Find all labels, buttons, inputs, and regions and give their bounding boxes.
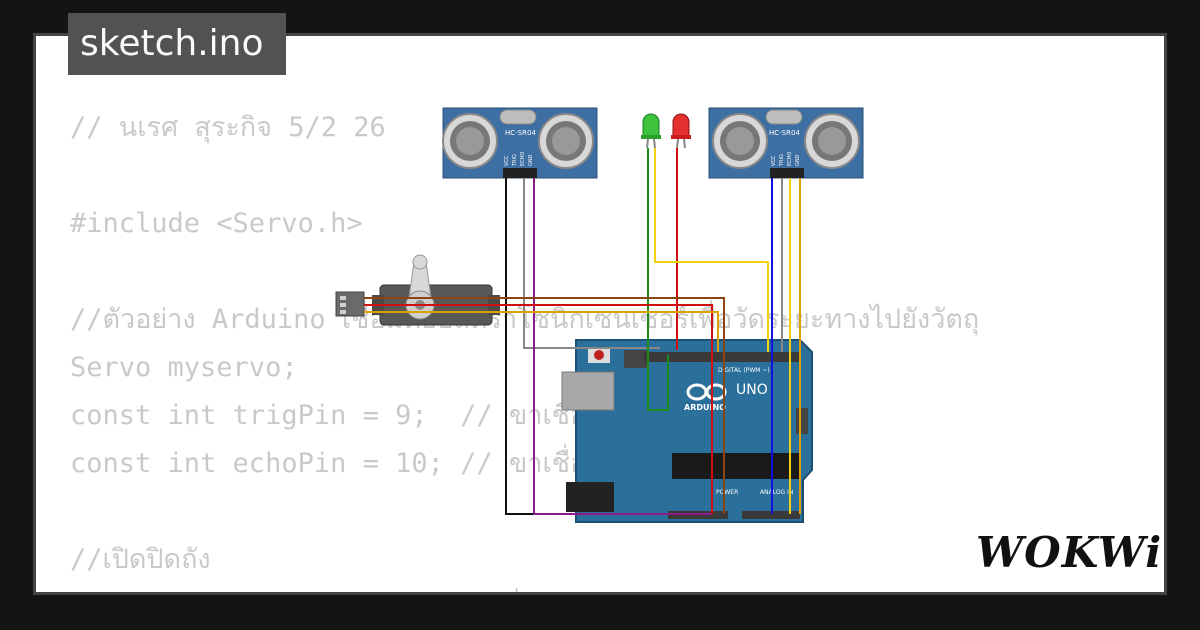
sensor-right-pin-label: ECHO bbox=[787, 152, 793, 166]
wokwi-logo: WOKWi bbox=[976, 528, 1163, 577]
analog-header bbox=[742, 511, 800, 519]
code-line: #include <Servo.h> bbox=[70, 208, 363, 239]
led-red[interactable] bbox=[671, 113, 691, 149]
ultrasonic-sensor-right[interactable]: HC-SR04 VCC TRIG ECHO GND bbox=[708, 107, 864, 179]
usb-connector bbox=[561, 371, 615, 411]
board-model-label: UNO bbox=[736, 382, 768, 398]
wire-servo-red bbox=[364, 304, 713, 514]
sensor-left-pin-label: TRIG bbox=[512, 154, 518, 167]
board-brand-label: ARDUINO bbox=[684, 403, 726, 412]
sensor-left-pin-label: VCC bbox=[504, 155, 510, 166]
power-header-label: POWER bbox=[716, 489, 738, 496]
code-editor: // นเรศ สุระกิจ 5/2 26 #include <Servo.h>… bbox=[70, 104, 980, 592]
servo-motor[interactable] bbox=[335, 254, 500, 326]
digital-header bbox=[644, 352, 800, 362]
sensor-right-model-label: HC-SR04 bbox=[769, 129, 800, 137]
power-jack bbox=[566, 482, 614, 512]
wire-servo-orange bbox=[364, 311, 719, 352]
sensor-left-model-label: HC-SR04 bbox=[505, 129, 536, 137]
arduino-uno-board[interactable]: DIGITAL (PWM ~) UNO ARDUINO POWER ANALOG… bbox=[561, 339, 813, 523]
digital-header-label: DIGITAL (PWM ~) bbox=[718, 367, 770, 374]
ultrasonic-sensor-left[interactable]: HC-SR04 VCC TRIG ECHO GND bbox=[442, 107, 598, 179]
sensor-left-pin-label: GND bbox=[528, 154, 534, 166]
sensor-right-pin-label: VCC bbox=[771, 155, 777, 166]
led-green[interactable] bbox=[641, 113, 661, 149]
wire-servo-brown bbox=[364, 297, 725, 514]
sensor-right-pin-label: TRIG bbox=[779, 154, 785, 167]
sensor-right-pin-label: GND bbox=[795, 154, 801, 166]
wire-led-yellow bbox=[654, 148, 769, 352]
wire-trig-gray bbox=[523, 178, 660, 349]
wires bbox=[364, 148, 801, 515]
code-line: //ตัวอย่าง Arduino เชื่อมต่ออัลตราโซนิกเ… bbox=[70, 304, 980, 335]
analog-header-label: ANALOG IN bbox=[760, 489, 793, 496]
sensor-left-pin-label: ECHO bbox=[520, 152, 526, 166]
file-tab[interactable]: sketch.ino bbox=[68, 13, 286, 75]
code-line: //เปิดปิดถัง bbox=[70, 544, 211, 575]
wire-echo-purple bbox=[533, 178, 712, 515]
code-line: Servo myservo; bbox=[70, 352, 298, 383]
wire-led-green bbox=[647, 148, 669, 411]
code-line: // นเรศ สุระกิจ 5/2 26 bbox=[70, 112, 386, 143]
mcu-chip bbox=[672, 453, 800, 479]
reset-button[interactable] bbox=[594, 350, 604, 360]
